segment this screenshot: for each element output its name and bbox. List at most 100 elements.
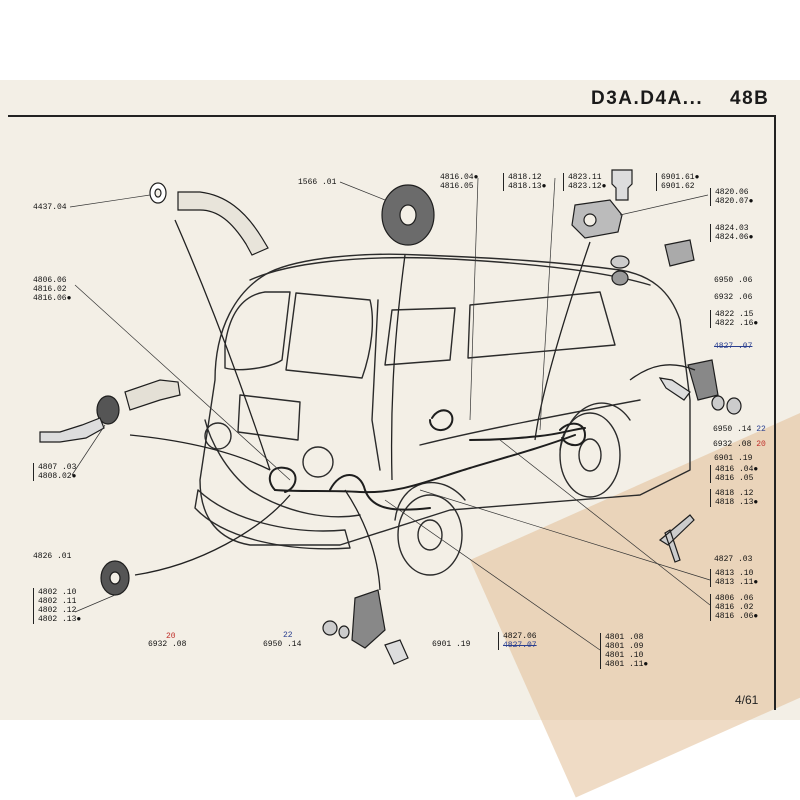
- part-label: 4816.05: [440, 182, 474, 191]
- clip-4827-06: [351, 589, 386, 649]
- leader-4820: [619, 194, 709, 216]
- part-label: 4801 .08: [605, 633, 644, 642]
- correction-note: 20: [756, 440, 766, 449]
- front-fascia: [204, 419, 361, 518]
- leader-4807: [71, 424, 106, 476]
- leader-4816a: [469, 177, 479, 421]
- part-label-4437: 4437.04: [33, 203, 67, 212]
- part-label: 4822 .15: [715, 310, 754, 319]
- nut-6950b: [711, 395, 725, 411]
- arrow-junction: [534, 241, 591, 441]
- correction-note: 20: [166, 632, 176, 641]
- part-label-1566: 1566 .01: [298, 178, 337, 187]
- connector-4824: [664, 239, 695, 267]
- part-label: 4813 .11●: [715, 578, 759, 587]
- part-label: 4802 .10: [38, 588, 77, 597]
- arrow-clip-front: [344, 489, 381, 591]
- part-group-4816a: 4816.04● 4816.05: [440, 173, 478, 191]
- part-label: 4816.02: [33, 285, 67, 294]
- part-label: 4820.06: [715, 188, 749, 197]
- correction-note: 22: [756, 425, 766, 434]
- windshield-left: [224, 291, 291, 371]
- leader-4823: [539, 177, 556, 431]
- headlight-right: [302, 446, 334, 478]
- part-label: 6950 .14: [263, 640, 302, 649]
- page-reference: 4/61: [735, 693, 759, 707]
- rear-wheel-hub: [578, 438, 602, 472]
- part-label: 4816 .05: [715, 474, 754, 483]
- part-group-4820: 4820.06 4820.07●: [710, 188, 753, 206]
- model-title: D3A.D4A...: [591, 88, 704, 109]
- junction-block-4820: [571, 199, 623, 239]
- leader-4813: [419, 489, 711, 581]
- brake-line-rear-right: [559, 422, 587, 447]
- part-label: 6932 .08: [148, 640, 187, 649]
- leader-1566: [339, 181, 386, 201]
- correction-note: 22: [283, 631, 293, 640]
- part-label: 4807 .03: [38, 463, 77, 472]
- part-group-4813: 4813 .10 4813 .11●: [710, 569, 758, 587]
- bumper: [194, 489, 351, 550]
- part-label: 4827.07: [503, 641, 537, 650]
- arrow-disc: [390, 254, 406, 481]
- part-group-4807: 4807 .03 4808.02●: [33, 463, 76, 481]
- part-group-4823: 4823.11 4823.12●: [563, 173, 606, 191]
- part-label: 6950 .14: [713, 425, 752, 434]
- grille: [237, 394, 301, 441]
- brake-line-rear-coil: [429, 409, 454, 431]
- part-label: 4824.03: [715, 224, 749, 233]
- headlight-left: [204, 422, 232, 450]
- part-label-6932b: 6932 .08 20: [713, 440, 766, 449]
- clip-4827-07: [687, 359, 719, 401]
- part-label-6901-19a: 6901 .19: [714, 454, 753, 463]
- gasket-4826-hole: [109, 571, 121, 585]
- part-label: 6901.61●: [661, 173, 700, 182]
- part-group-4827-06: 4827.06 4827.07: [498, 632, 537, 650]
- brake-line-main: [274, 434, 576, 494]
- nut-4807: [96, 395, 120, 425]
- part-label: 4818.12: [508, 173, 542, 182]
- brake-disc-1566-hole: [399, 204, 417, 226]
- part-label: 4823.12●: [568, 182, 607, 191]
- part-label: 4808.02●: [38, 472, 77, 481]
- rear-wheel-arch: [559, 402, 631, 451]
- nut-6932a: [611, 270, 629, 286]
- part-label-4826: 4826 .01: [33, 552, 72, 561]
- van-roof: [249, 256, 651, 286]
- side-window-front: [384, 307, 456, 366]
- part-label: 4820.07●: [715, 197, 754, 206]
- door-line: [371, 299, 381, 471]
- part-label: 4802 .12: [38, 606, 77, 615]
- part-label: 4816.04●: [440, 173, 479, 182]
- part-group-4818b: 4818 .12 4818 .13●: [710, 489, 758, 507]
- brake-line-front-right: [329, 474, 431, 511]
- part-label: 4823.11: [568, 173, 602, 182]
- part-label-4827-03: 4827 .03: [714, 555, 753, 564]
- part-label-6950c: 22 6950 .14: [263, 631, 302, 649]
- part-label: 4827.06: [503, 632, 537, 641]
- part-label: 4816 .04●: [715, 465, 759, 474]
- leader-4437: [69, 194, 151, 208]
- part-group-4802: 4802 .10 4802 .11 4802 .12 4802 .13●: [33, 588, 81, 624]
- flexible-hose-front: [177, 191, 269, 256]
- junction-block-port: [583, 213, 597, 227]
- part-label: 4801 .10: [605, 651, 644, 660]
- part-group-4801: 4801 .08 4801 .09 4801 .10 4801 .11●: [600, 633, 648, 669]
- bolt-6901-19b: [384, 639, 409, 665]
- bolt-6901-19a: [658, 377, 691, 401]
- part-label: 4802 .11: [38, 597, 77, 606]
- brake-line-front-loop: [268, 466, 297, 493]
- header-rule: [8, 115, 776, 117]
- nut-6950c: [338, 625, 350, 639]
- part-label-6950b: 6950 .14 22: [713, 425, 766, 434]
- part-label: 4806.06: [33, 276, 67, 285]
- part-group-4816b: 4816 .04● 4816 .05: [710, 465, 758, 483]
- arrow-clip-rear: [629, 364, 696, 381]
- part-label: 4824.06●: [715, 233, 754, 242]
- plate-number: 48B: [730, 88, 770, 109]
- side-window-rear: [467, 291, 616, 359]
- part-group-4824: 4824.03 4824.06●: [710, 224, 753, 242]
- nut-6950a: [610, 255, 630, 269]
- part-label: 4813 .10: [715, 569, 754, 578]
- part-label: 4818 .12: [715, 489, 754, 498]
